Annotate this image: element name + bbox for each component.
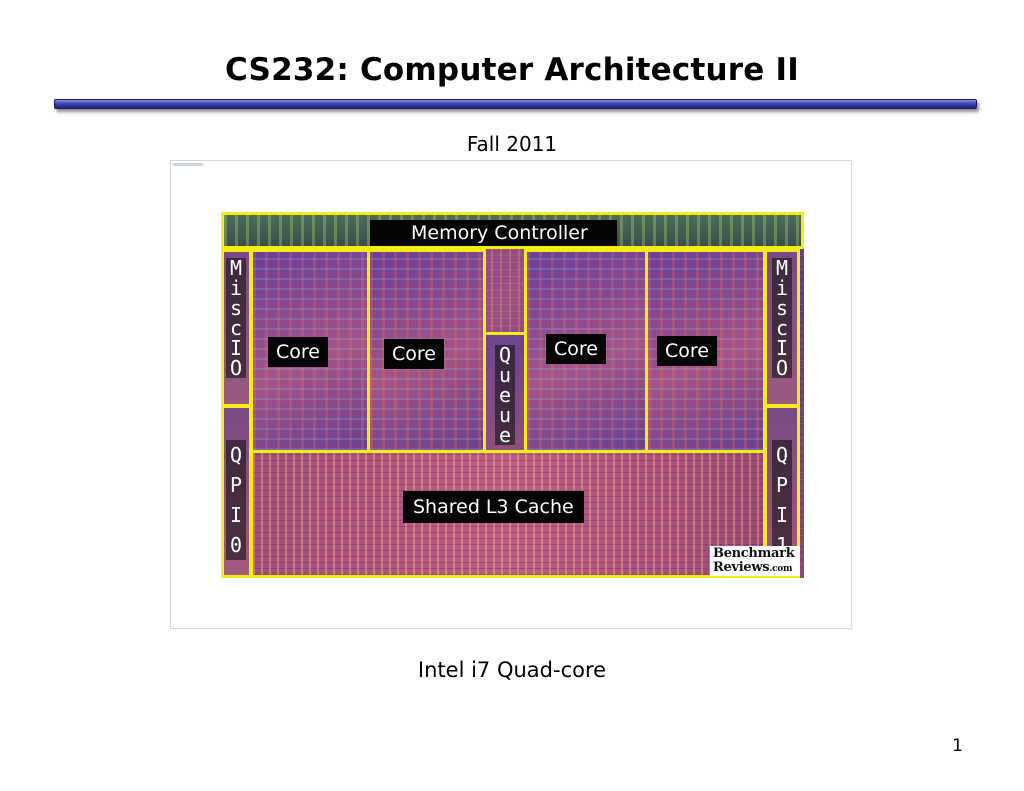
misc-io-right-region: MiscIO xyxy=(764,249,800,407)
image-caption: Intel i7 Quad-core xyxy=(417,658,607,682)
misc-io-left-label: MiscIO xyxy=(226,258,246,378)
core-4-label: Core xyxy=(657,336,717,366)
watermark-line-2: Reviews.com xyxy=(713,560,793,575)
shared-l3-cache-region: Shared L3 Cache xyxy=(250,450,766,578)
processor-die-image: Memory Controller MiscIO QPI0 Core Core … xyxy=(221,212,804,578)
core-2-label: Core xyxy=(384,339,444,369)
qpi-right-label: QPI1 xyxy=(772,440,792,560)
qpi-left-label: QPI0 xyxy=(226,440,246,560)
benchmark-reviews-watermark: Benchmark Reviews.com xyxy=(710,546,800,576)
image-placeholder-icon xyxy=(173,163,203,166)
core-1-region: Core xyxy=(250,249,370,453)
core-2-region: Core xyxy=(367,249,486,453)
core-1-label: Core xyxy=(268,337,328,367)
memory-controller-label: Memory Controller xyxy=(370,220,617,246)
queue-label: Queue xyxy=(495,345,515,445)
slide-title: CS232: Computer Architecture II xyxy=(225,52,799,88)
watermark-line-1: Benchmark xyxy=(713,546,795,561)
misc-io-right-label: MiscIO xyxy=(772,258,792,378)
shared-l3-cache-label: Shared L3 Cache xyxy=(403,491,584,523)
title-divider xyxy=(54,99,977,109)
memory-controller-region: Memory Controller xyxy=(221,212,804,249)
core-3-label: Core xyxy=(546,334,606,364)
page-number: 1 xyxy=(952,736,963,756)
core-4-region: Core xyxy=(645,249,766,453)
queue-region: Queue xyxy=(483,332,527,453)
core-3-region: Core xyxy=(524,249,648,453)
slide-subtitle: Fall 2011 xyxy=(466,132,558,156)
qpi-left-region: QPI0 xyxy=(221,405,252,578)
misc-io-left-region: MiscIO xyxy=(221,249,252,407)
